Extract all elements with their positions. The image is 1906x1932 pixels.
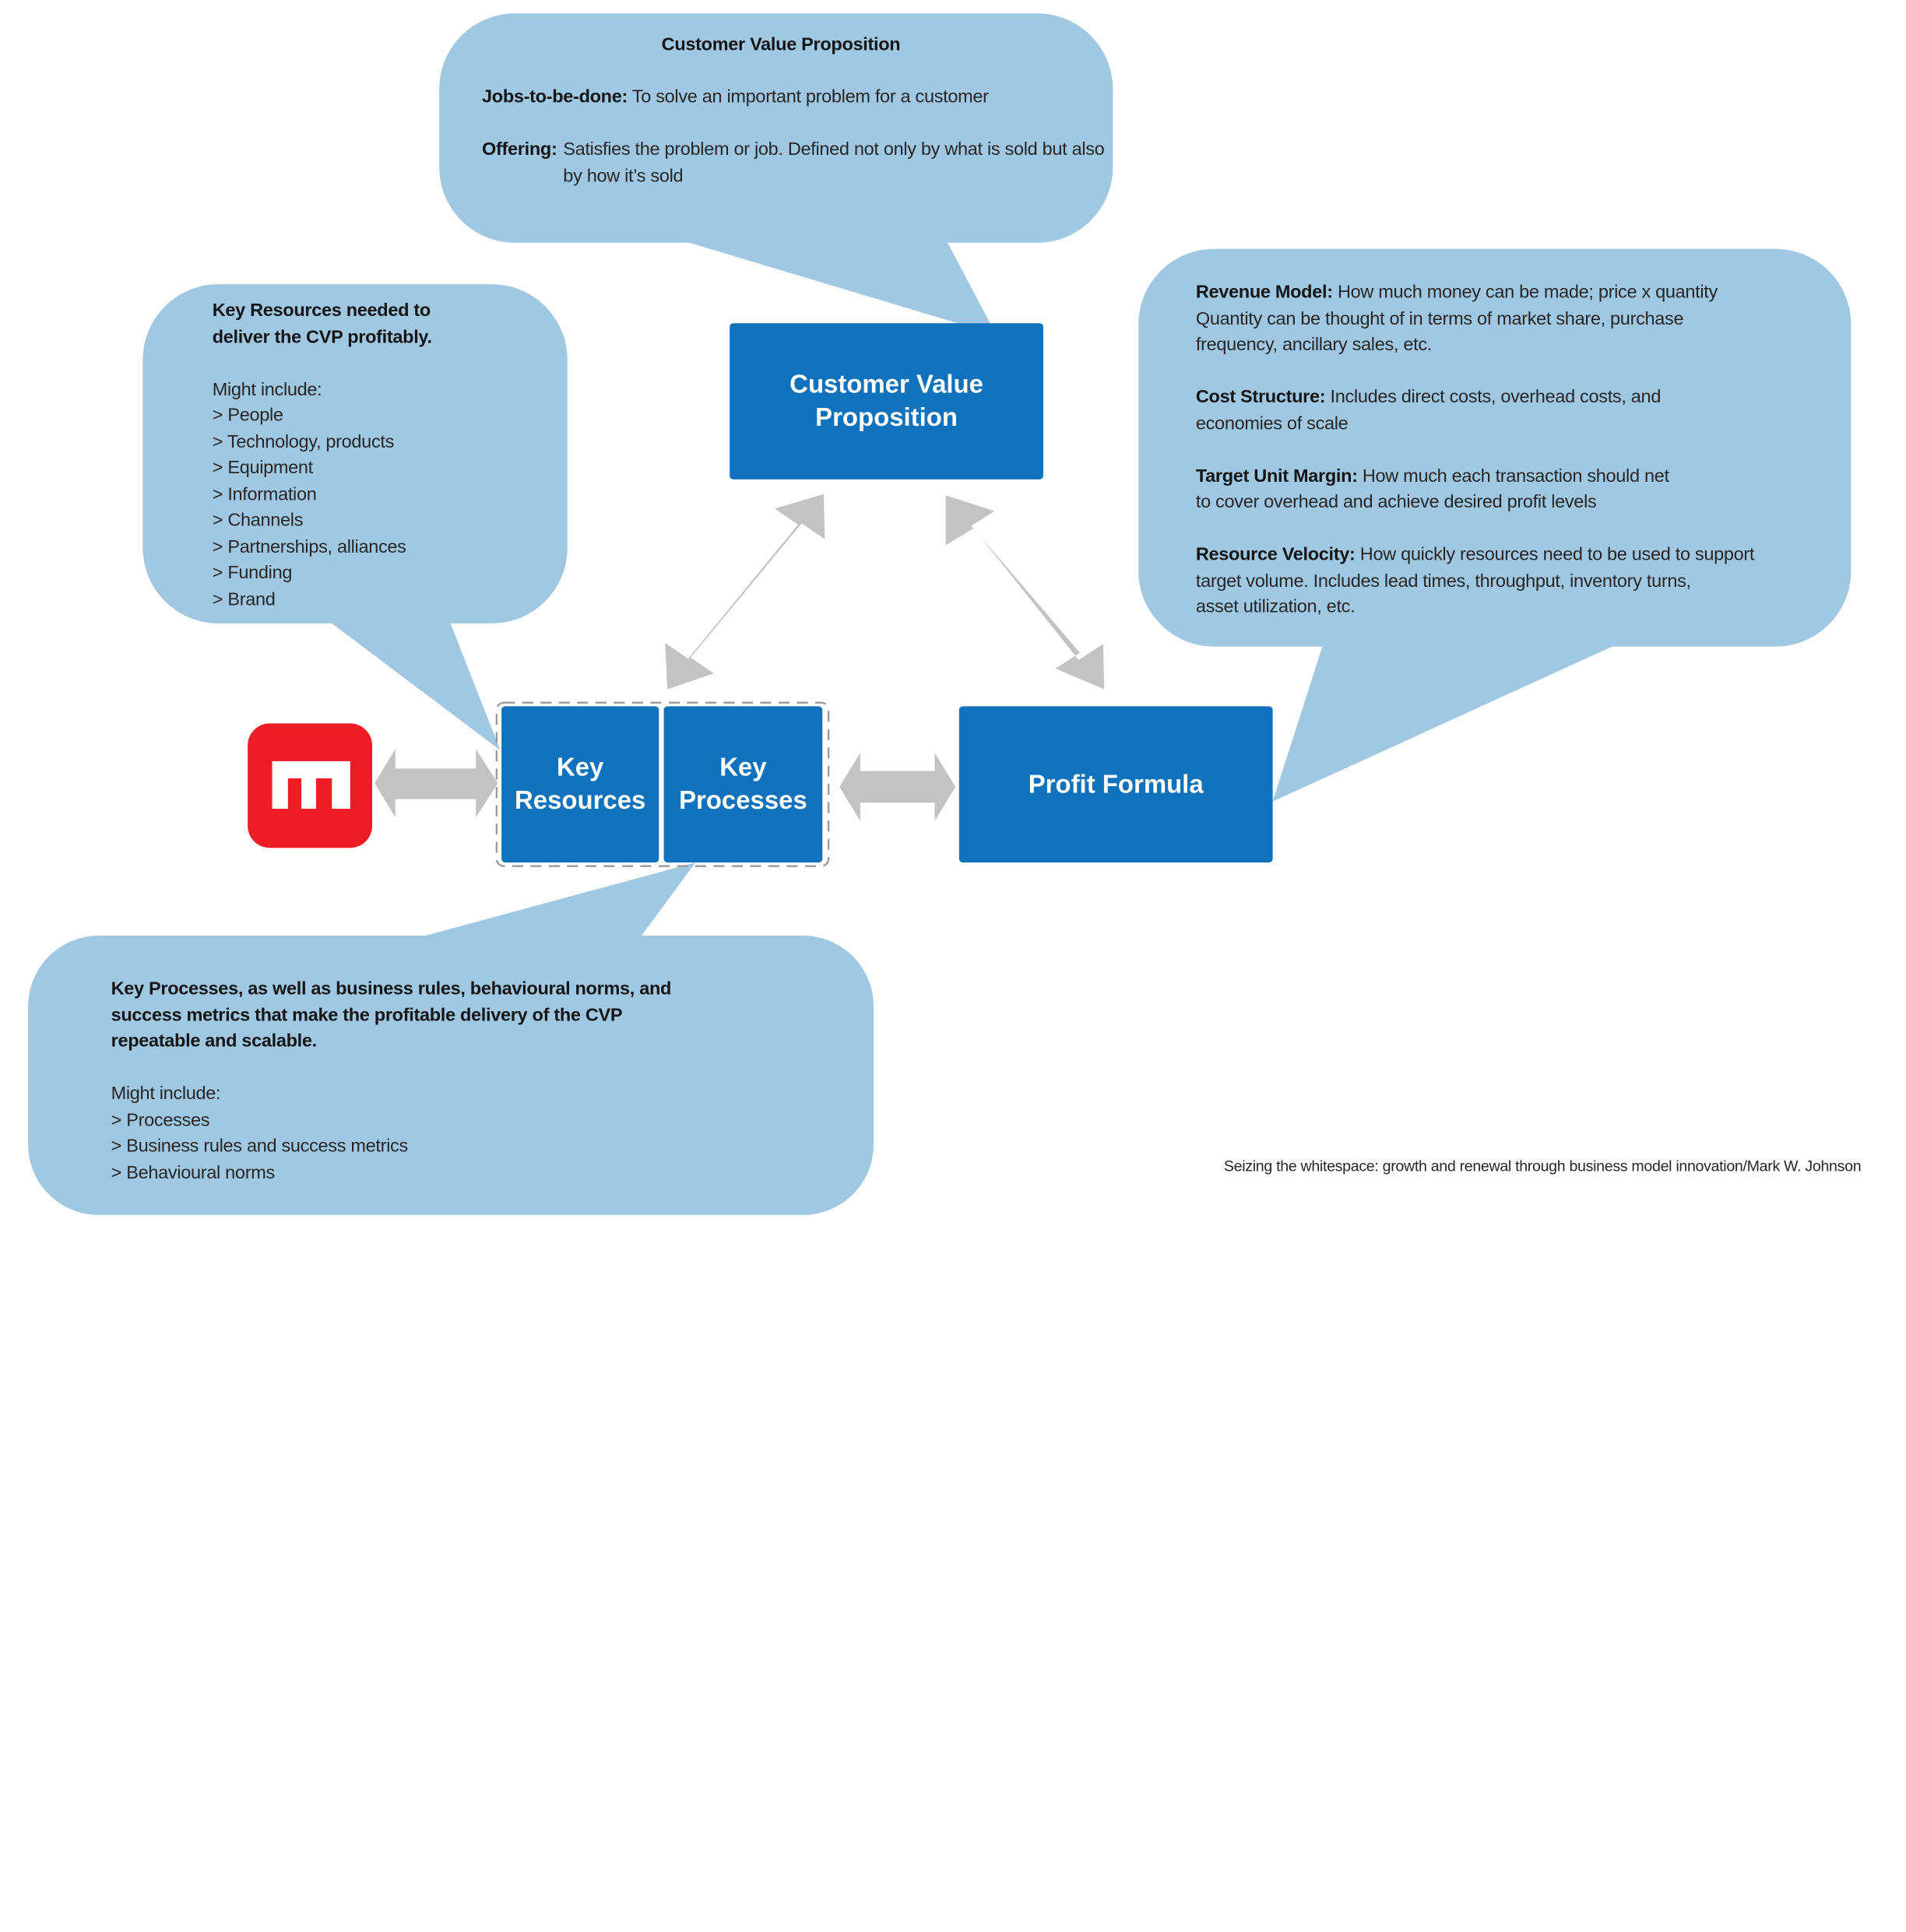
target-unit-margin-block: Target Unit Margin: How much each transa… <box>1196 463 1754 515</box>
resources-callout-text: Key Resources needed to deliver the CVP … <box>213 297 432 612</box>
profit-callout-text: Revenue Model: How much money can be mad… <box>1195 279 1755 620</box>
target-unit-margin-text-1: How much each transaction should net <box>1362 465 1669 487</box>
processes-item: > Processes <box>111 1109 210 1131</box>
resources-intro: Might include: <box>212 378 322 400</box>
resources-item: > Equipment <box>212 457 314 479</box>
jobs-to-be-done-text: To solve an important problem for a cust… <box>631 86 989 107</box>
resources-item: > Technology, products <box>212 431 395 452</box>
target-unit-margin-text-2: to cover overhead and achieve desired pr… <box>1195 491 1597 513</box>
cvp-callout-title: Customer Value Proposition <box>661 33 901 55</box>
resources-processes-dashed-group <box>495 701 830 867</box>
key-processes-line-1: Key <box>719 753 767 782</box>
revenue-model-block: Revenue Model: How much money can be mad… <box>1196 279 1754 358</box>
resource-velocity-text-2: target volume. Includes lead times, thro… <box>1195 570 1691 592</box>
resource-velocity-block: Resource Velocity: How quickly resources… <box>1195 542 1755 620</box>
processes-heading-2: success metrics that make the profitable… <box>111 1004 623 1026</box>
cvp-callout-text: Customer Value Proposition Jobs-to-be-do… <box>482 32 1105 189</box>
resources-item: > People <box>212 405 283 426</box>
resources-item: > Information <box>212 483 317 505</box>
cost-structure-label: Cost Structure: <box>1195 386 1326 408</box>
resource-velocity-label: Resource Velocity: <box>1195 543 1356 565</box>
processes-to-profit-arrow <box>839 752 956 821</box>
offering-label: Offering: <box>482 139 557 160</box>
key-resources-line-1: Key <box>556 753 604 782</box>
cvp-box-line-1: Customer Value <box>789 371 983 399</box>
key-processes-box: Key Processes <box>663 706 823 863</box>
profit-formula-label: Profit Formula <box>1028 770 1204 799</box>
resources-item: > Partnerships, alliances <box>212 536 406 557</box>
revenue-model-text-1: How much money can be made; price x quan… <box>1337 282 1718 303</box>
arrows-layer <box>375 494 1105 867</box>
offering-row: Offering: Satisfies the problem or job. … <box>482 137 1105 189</box>
cvp-to-profit-arrow <box>945 495 1105 690</box>
resource-velocity-text-1: How quickly resources need to be used to… <box>1359 543 1755 565</box>
key-processes-line-2: Processes <box>679 786 807 815</box>
resources-heading-1: Key Resources needed to <box>212 300 431 321</box>
m-logo-badge <box>248 723 372 848</box>
cost-structure-block: Cost Structure: Includes direct costs, o… <box>1196 385 1754 437</box>
resources-to-cvp-arrow <box>665 494 825 690</box>
resources-item: > Funding <box>212 562 293 584</box>
m-logo-icon <box>272 761 350 810</box>
processes-callout-text: Key Processes, as well as business rules… <box>111 976 672 1186</box>
resources-item: > Channels <box>212 510 304 531</box>
processes-intro: Might include: <box>111 1083 221 1105</box>
target-unit-margin-label: Target Unit Margin: <box>1195 465 1358 487</box>
cost-structure-text-2: economies of scale <box>1195 413 1349 434</box>
processes-heading-1: Key Processes, as well as business rules… <box>111 978 672 999</box>
profit-callout-bubble <box>1138 248 1851 802</box>
revenue-model-text-2: Quantity can be thought of in terms of m… <box>1195 307 1684 329</box>
resources-heading-2: deliver the CVP profitably. <box>212 326 432 347</box>
revenue-model-text-3: frequency, ancillary sales, etc. <box>1195 334 1432 356</box>
cvp-box-line-2: Proposition <box>815 403 958 432</box>
source-citation: Seizing the whitespace: growth and renew… <box>1223 1157 1862 1175</box>
key-resources-line-2: Resources <box>515 786 646 815</box>
offering-text-2: by how it’s sold <box>563 165 684 186</box>
callout-bubbles-layer <box>28 13 1851 1215</box>
jobs-to-be-done-row: Jobs-to-be-done: To solve an important p… <box>482 83 1080 110</box>
jobs-to-be-done-label: Jobs-to-be-done: <box>482 86 628 107</box>
cost-structure-text-1: Includes direct costs, overhead costs, a… <box>1330 386 1662 408</box>
logo-to-resources-arrow <box>375 749 498 818</box>
resource-velocity-text-3: asset utilization, etc. <box>1195 596 1356 618</box>
revenue-model-label: Revenue Model: <box>1195 282 1333 303</box>
key-resources-box: Key Resources <box>501 706 659 863</box>
processes-item: > Business rules and success metrics <box>111 1136 409 1157</box>
processes-heading-3: repeatable and scalable. <box>111 1031 318 1052</box>
profit-formula-box: Profit Formula <box>958 706 1273 863</box>
cvp-callout-bubble <box>439 13 1113 328</box>
resources-item: > Brand <box>212 588 276 609</box>
cvp-box: Customer Value Proposition <box>730 323 1043 479</box>
processes-item: > Behavioural norms <box>111 1161 276 1183</box>
offering-text-1: Satisfies the problem or job. Defined no… <box>563 139 1105 160</box>
